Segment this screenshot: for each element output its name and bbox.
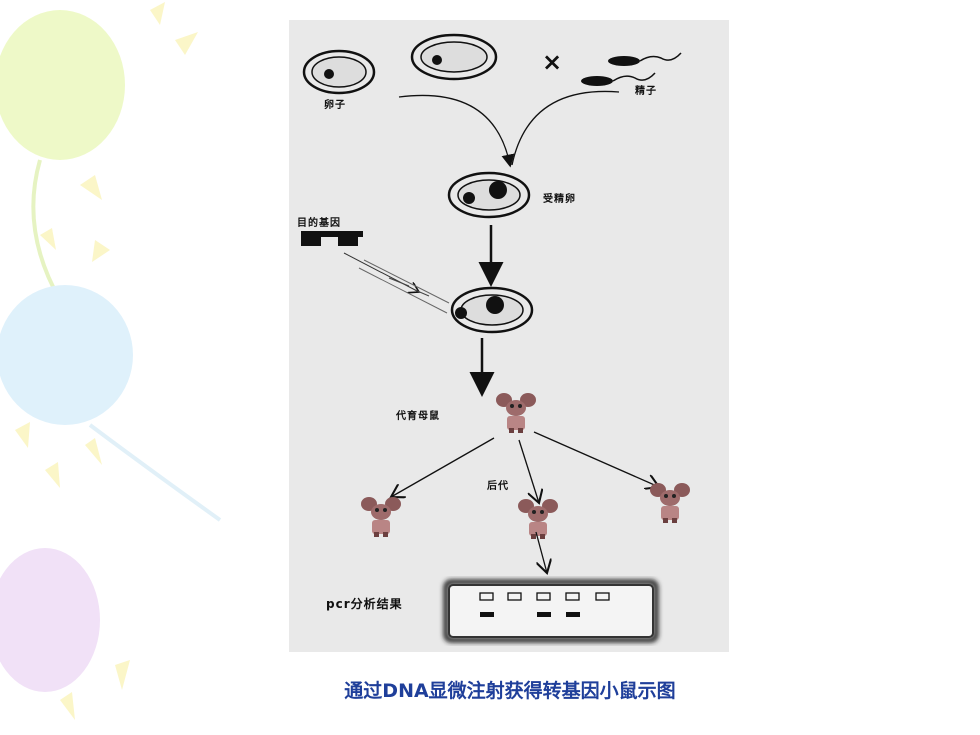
- fertilized-egg: [447, 171, 531, 219]
- egg-cell-1: [302, 49, 376, 95]
- figure-caption: 通过DNA显微注射获得转基因小鼠示图: [344, 680, 676, 702]
- offspring-mouse-middle-icon: [518, 499, 558, 539]
- arrow-to-offspring-left: [391, 437, 495, 497]
- arrow-to-offspring-right: [533, 431, 659, 487]
- blue-balloon-icon: [0, 285, 222, 522]
- sun-rays-icon: [15, 2, 198, 720]
- green-balloon-icon: [0, 10, 125, 301]
- purple-balloon-icon: [0, 548, 100, 692]
- offspring-mouse-left-icon: [361, 497, 401, 537]
- target-gene-icon: [301, 231, 363, 246]
- egg-label: 卵子: [324, 100, 346, 111]
- cross-symbol: ×: [542, 48, 563, 76]
- target-gene-label: 目的基因: [297, 218, 341, 229]
- arrow-sperm-to-zygote: [511, 90, 620, 166]
- transgenic-mouse-diagram: [301, 33, 690, 643]
- diagram-panel: 卵子 × 精子 受精卵 目的基因 代育母鼠 后代 pcr分析结果: [289, 20, 729, 652]
- foster-mother-label: 代育母鼠: [396, 411, 440, 422]
- arrow-to-pcr: [535, 531, 547, 573]
- offspring-mouse-right-icon: [650, 483, 690, 523]
- injected-egg: [450, 286, 534, 334]
- sperm-label: 精子: [635, 86, 657, 97]
- arrow-to-offspring-middle: [518, 439, 539, 503]
- egg-cell-2: [410, 33, 498, 81]
- pcr-gel-result: [443, 579, 659, 643]
- sperm-icon: [581, 52, 682, 86]
- fertilized-egg-label: 受精卵: [543, 194, 576, 205]
- offspring-label: 后代: [487, 481, 509, 492]
- pcr-result-label: pcr分析结果: [326, 597, 403, 611]
- foster-mother-mouse-icon: [496, 393, 536, 433]
- injection-needle: [343, 252, 450, 314]
- arrow-egg-to-zygote: [398, 94, 515, 168]
